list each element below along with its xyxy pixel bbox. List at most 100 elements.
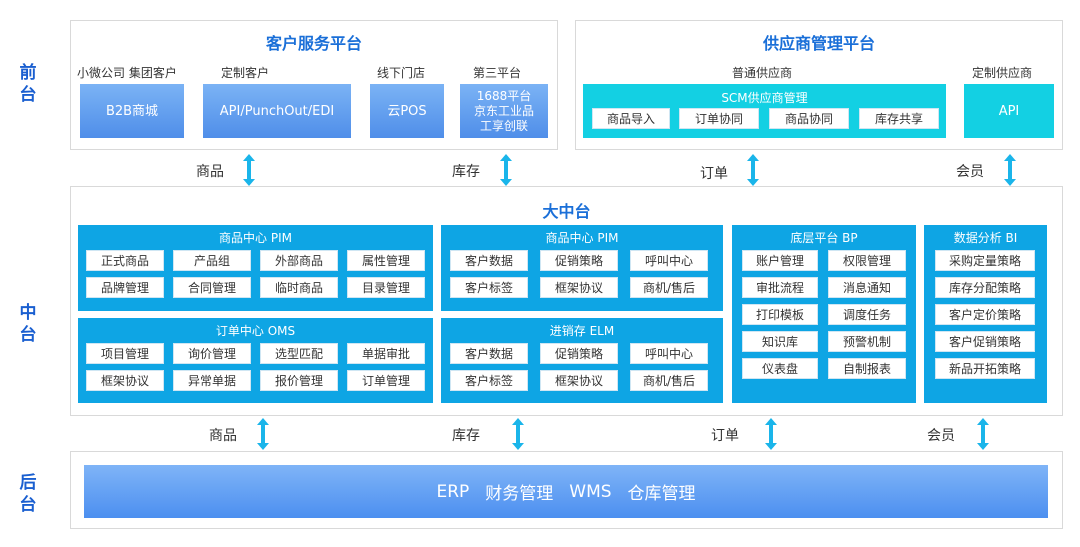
flow-top-label-inventory: 库存 [452,164,480,180]
module-item[interactable]: 合同管理 [173,277,251,298]
supplier-api-card[interactable]: API [964,84,1054,138]
scm-title: SCM供应商管理 [721,91,808,105]
middle-platform-title: 大中台 [542,202,591,221]
module-item[interactable]: 外部商品 [260,250,338,271]
module-item[interactable]: 促销策略 [540,250,618,271]
double-arrow-icon [512,418,524,450]
scm-item-order-collab[interactable]: 订单协同 [679,108,759,129]
group-caption-third-party: 第三平台 [473,66,522,80]
customer-service-platform: 客户服务平台 小微公司 集团客户 B2B商城 定制客户 API/PunchOut… [70,20,558,150]
module-item[interactable]: 客户促销策略 [935,331,1035,352]
back-item-finance: 财务管理 [485,484,554,504]
module-item[interactable]: 客户数据 [450,343,528,364]
double-arrow-icon [1004,154,1016,186]
module-item[interactable]: 预警机制 [828,331,906,352]
module-item[interactable]: 正式商品 [86,250,164,271]
module-item[interactable]: 属性管理 [347,250,425,271]
module-item[interactable]: 品牌管理 [86,277,164,298]
module-item[interactable]: 客户定价策略 [935,304,1035,325]
module-product-center-pim-2: 商品中心 PIM 客户数据 促销策略 呼叫中心 客户标签 框架协议 商机/售后 [441,225,723,311]
tier-label-back: 后台 [19,473,37,515]
double-arrow-icon [977,418,989,450]
back-item-wms: WMS [569,481,612,502]
module-item[interactable]: 项目管理 [86,343,164,364]
module-item[interactable]: 呼叫中心 [630,250,708,271]
flow-top-label-member: 会员 [956,164,984,180]
module-inventory-elm: 进销存 ELM 客户数据 促销策略 呼叫中心 客户标签 框架协议 商机/售后 [441,318,723,403]
module-item[interactable]: 审批流程 [742,277,818,298]
back-office-panel: ERP 财务管理 WMS 仓库管理 [70,451,1063,529]
flow-bottom-label-member: 会员 [927,428,955,444]
flow-bottom-label-product: 商品 [209,428,237,444]
module-item[interactable]: 权限管理 [828,250,906,271]
module-item[interactable]: 订单管理 [347,370,425,391]
custom-supplier-caption: 定制供应商 [972,66,1033,80]
back-item-warehouse: 仓库管理 [627,484,696,504]
module-item[interactable]: 询价管理 [173,343,251,364]
module-item[interactable]: 自制报表 [828,358,906,379]
module-item[interactable]: 客户标签 [450,370,528,391]
module-item[interactable]: 商机/售后 [630,277,708,298]
module-title: 订单中心 OMS [215,324,296,338]
group-caption-custom: 定制客户 [221,66,270,80]
module-item[interactable]: 产品组 [173,250,251,271]
supplier-management-platform: 供应商管理平台 普通供应商 SCM供应商管理 商品导入 订单协同 商品协同 库存… [575,20,1063,150]
third-party-platform-card[interactable]: 1688平台 京东工业品 工享创联 [460,84,548,138]
module-item[interactable]: 商机/售后 [630,370,708,391]
module-item[interactable]: 新品开拓策略 [935,358,1035,379]
module-item[interactable]: 账户管理 [742,250,818,271]
tier-label-middle: 中台 [19,303,37,345]
scm-supplier-management: SCM供应商管理 商品导入 订单协同 商品协同 库存共享 [583,84,946,138]
double-arrow-icon [500,154,512,186]
tier-label-front: 前台 [19,63,37,105]
module-product-center-pim: 商品中心 PIM 正式商品 产品组 外部商品 属性管理 品牌管理 合同管理 临时… [78,225,433,311]
module-title: 商品中心 PIM [545,231,619,245]
middle-platform: 大中台 商品中心 PIM 正式商品 产品组 外部商品 属性管理 品牌管理 合同管… [70,186,1063,416]
module-item[interactable]: 目录管理 [347,277,425,298]
module-item[interactable]: 呼叫中心 [630,343,708,364]
module-item[interactable]: 采购定量策略 [935,250,1035,271]
module-item[interactable]: 选型匹配 [260,343,338,364]
module-item[interactable]: 临时商品 [260,277,338,298]
back-item-erp: ERP [436,481,470,502]
group-caption-smb: 小微公司 集团客户 [77,66,177,80]
module-item[interactable]: 框架协议 [540,277,618,298]
module-item[interactable]: 框架协议 [86,370,164,391]
scm-item-inventory-share[interactable]: 库存共享 [859,108,939,129]
module-title: 商品中心 PIM [219,231,292,245]
module-item[interactable]: 单据审批 [347,343,425,364]
flow-bottom-label-inventory: 库存 [452,428,480,444]
group-caption-offline: 线下门店 [377,66,426,80]
module-order-center-oms: 订单中心 OMS 项目管理 询价管理 选型匹配 单据审批 框架协议 异常单据 报… [78,318,433,403]
cloud-pos-card[interactable]: 云POS [370,84,444,138]
scm-item-product-collab[interactable]: 商品协同 [769,108,849,129]
module-item[interactable]: 客户数据 [450,250,528,271]
double-arrow-icon [747,154,759,186]
module-title: 数据分析 BI [953,231,1018,245]
scm-item-product-import[interactable]: 商品导入 [592,108,670,129]
module-item[interactable]: 打印模板 [742,304,818,325]
module-base-platform-bp: 底层平台 BP 账户管理 权限管理 审批流程 消息通知 打印模板 调度任务 知识… [732,225,916,403]
module-item[interactable]: 框架协议 [540,370,618,391]
module-item[interactable]: 异常单据 [173,370,251,391]
flow-bottom-label-order: 订单 [711,428,739,444]
module-title: 底层平台 BP [790,231,858,245]
customer-platform-title: 客户服务平台 [265,34,362,53]
module-title: 进销存 ELM [549,324,615,338]
double-arrow-icon [243,154,255,186]
back-office-systems-bar[interactable]: ERP 财务管理 WMS 仓库管理 [84,465,1048,518]
double-arrow-icon [765,418,777,450]
double-arrow-icon [257,418,269,450]
b2b-mall-card[interactable]: B2B商城 [80,84,184,138]
module-item[interactable]: 报价管理 [260,370,338,391]
module-item[interactable]: 促销策略 [540,343,618,364]
flow-top-label-order: 订单 [700,166,728,182]
module-item[interactable]: 消息通知 [828,277,906,298]
module-item[interactable]: 客户标签 [450,277,528,298]
module-item[interactable]: 库存分配策略 [935,277,1035,298]
normal-supplier-caption: 普通供应商 [732,66,793,80]
api-punchout-edi-card[interactable]: API/PunchOut/EDI [203,84,351,138]
module-item[interactable]: 调度任务 [828,304,906,325]
module-item[interactable]: 知识库 [742,331,818,352]
module-item[interactable]: 仪表盘 [742,358,818,379]
